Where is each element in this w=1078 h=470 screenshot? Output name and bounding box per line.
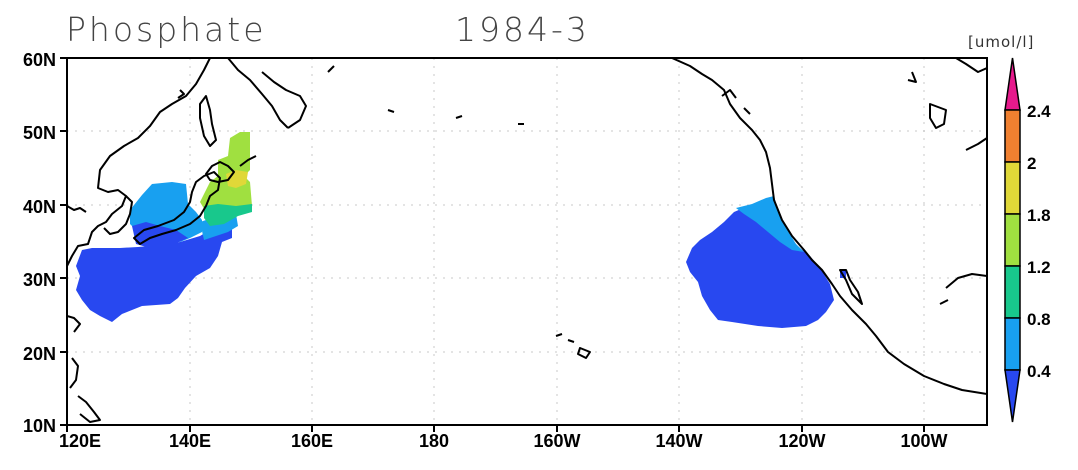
colorbar-label: 2: [1027, 154, 1036, 173]
colorbar-label: 0.8: [1027, 310, 1051, 329]
x-tick-label: 120E: [59, 431, 101, 451]
map-title-variable: Phosphate: [66, 10, 267, 49]
x-tick-label: 120W: [778, 431, 825, 451]
colorbar-segment: [1004, 161, 1021, 215]
phosphate-field: [76, 132, 846, 328]
x-tick-label: 140W: [655, 431, 702, 451]
colorbar-bottom-arrow: [1004, 369, 1021, 423]
y-tick-label: 40N: [23, 197, 56, 217]
field-california-mid: [736, 196, 804, 252]
map-frame: [66, 57, 988, 426]
field-japan-low: [76, 224, 232, 322]
y-tick-label: 30N: [23, 270, 56, 290]
field-california-low: [686, 204, 834, 328]
x-tick-label: 160E: [291, 431, 333, 451]
colorbar: [1004, 57, 1021, 423]
colorbar-top-arrow: [1004, 57, 1021, 111]
y-tick-label: 10N: [23, 416, 56, 436]
x-tick-label: 140E: [169, 431, 211, 451]
colorbar-segment: [1004, 213, 1021, 267]
colorbar-segment: [1004, 265, 1021, 319]
colorbar-label: 1.2: [1027, 258, 1051, 277]
x-tick-label: 160W: [533, 431, 580, 451]
colorbar-label: 0.4: [1027, 362, 1051, 381]
coastlines: [67, 58, 987, 423]
colorbar-label: 1.8: [1027, 206, 1051, 225]
x-tick-label: 100W: [900, 431, 947, 451]
y-tick-label: 50N: [23, 123, 56, 143]
map-title-date: 1984-3: [455, 10, 590, 49]
y-tick-label: 60N: [23, 50, 56, 70]
x-axis-ticks: [66, 425, 925, 432]
colorbar-segment: [1004, 317, 1021, 371]
colorbar-segment: [1004, 109, 1021, 163]
field-hokkaido-green: [204, 204, 252, 226]
y-axis-ticks: [60, 57, 67, 426]
x-tick-label: 180: [419, 431, 449, 451]
colorbar-units: [umol/l]: [968, 33, 1035, 51]
y-tick-label: 20N: [23, 344, 56, 364]
colorbar-label: 2.4: [1027, 102, 1051, 121]
